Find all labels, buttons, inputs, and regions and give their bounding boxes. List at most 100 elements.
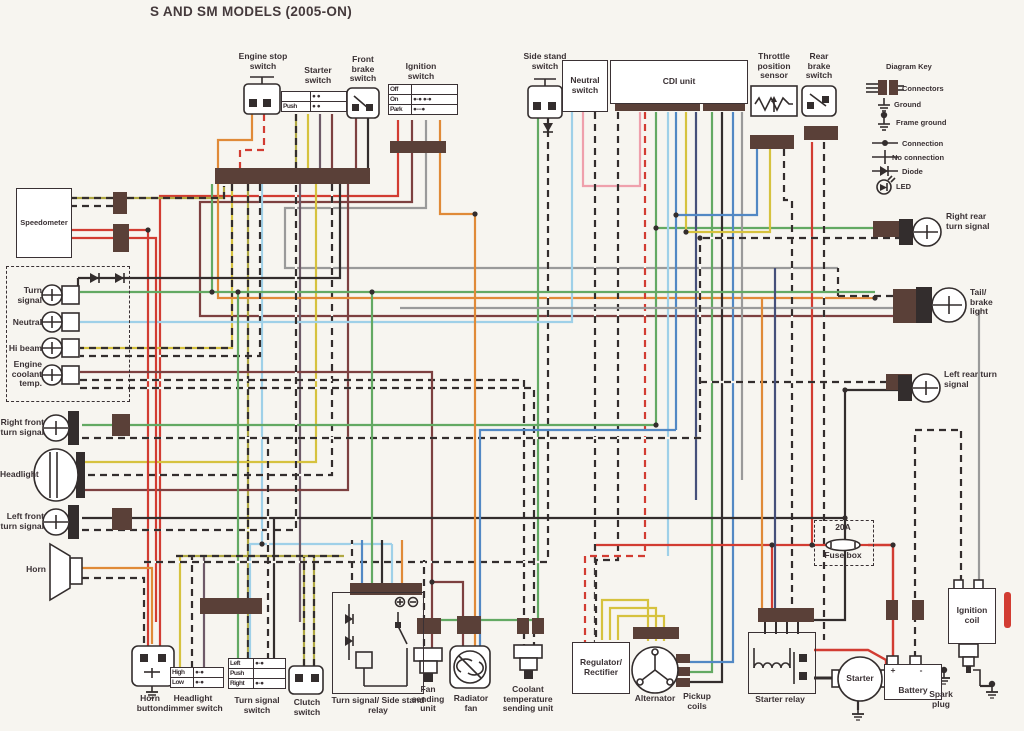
key-ground-label: Ground (894, 100, 922, 109)
alternator-label: Alternator (634, 693, 676, 703)
tail-brake-light-label: Tail/ brake light (970, 287, 993, 317)
side-stand-switch-label: Side stand switch (523, 51, 567, 71)
key-diode-icon (872, 166, 898, 176)
ignition-switch-label: Ignition switch (405, 61, 437, 81)
left-front-turn-signal-label: Left front turn signal (0, 511, 44, 531)
alternator-symbol (631, 646, 679, 694)
horn-symbol (49, 542, 83, 602)
wire-connector (112, 414, 130, 436)
fuse-box-label: Fuse box (824, 550, 862, 560)
diode-symbol (90, 273, 100, 283)
neutral-indicator-lamp (41, 311, 80, 333)
wire-connector (200, 598, 262, 614)
starter-relay-box (748, 632, 816, 694)
frame-ground-symbol (986, 680, 998, 699)
battery-minus: - (919, 665, 923, 675)
right-rear-turn-signal-label: Right rear turn signal (946, 211, 990, 231)
fuse-rating: 20A (835, 522, 851, 532)
fuse-box (814, 520, 874, 566)
key-diode-label: Diode (902, 167, 923, 176)
junction-dot (769, 542, 775, 548)
wire-connector (750, 135, 794, 149)
starter-switch-label: Starter switch (304, 65, 332, 85)
pickup-coils-label: Pickup coils (683, 691, 711, 711)
clutch-switch-label: Clutch switch (293, 697, 321, 717)
right-rear-turn-signal-lamp (899, 217, 942, 247)
junction-dot (429, 579, 435, 585)
right-front-turn-signal-label: Right front turn signal (0, 417, 44, 437)
fan-sending-unit-symbol (413, 647, 443, 682)
starter-switch-table: ● ●Push● ● (281, 91, 347, 112)
fan-sending-unit-label: Fan sending unit (411, 684, 445, 714)
throttle-position-sensor-symbol (750, 85, 798, 117)
horn-button-symbol (131, 645, 175, 687)
wire-connector (676, 667, 690, 676)
wire-connector (532, 618, 544, 634)
hi-beam-indicator-label: Hi beam (8, 343, 42, 353)
left-rear-turn-signal-label: Left rear turn signal (944, 369, 997, 389)
engine-stop-switch-symbol (243, 76, 281, 115)
fuse-symbol (825, 538, 861, 552)
key-ground-icon (878, 98, 890, 112)
clutch-switch-symbol (288, 665, 324, 695)
wire-connector (113, 192, 127, 214)
junction-dot (872, 295, 878, 301)
left-front-turn-signal-lamp (42, 505, 79, 539)
junction-dot (673, 212, 679, 218)
battery-box: Battery (884, 664, 942, 700)
wire-connector (893, 289, 919, 323)
key-frame-ground-label: Frame ground (896, 118, 947, 127)
key-connection-icon (872, 140, 898, 146)
wire-connector (804, 126, 838, 140)
headlight-dimmer-table: High●-●Low●-● (170, 667, 224, 688)
wire-connector (215, 168, 370, 184)
wire-connector (758, 608, 814, 622)
junction-dot (890, 542, 896, 548)
headlight-label: Headlight (0, 469, 39, 479)
wire-connector (873, 221, 899, 237)
engine-stop-switch-label: Engine stop switch (238, 51, 288, 71)
key-led-icon (876, 175, 896, 195)
junction-dot (809, 542, 815, 548)
wire-connector (457, 616, 481, 634)
connector-group (112, 102, 924, 687)
wire-connector (676, 678, 690, 687)
junction-dot (842, 387, 848, 393)
coolant-sending-unit-label: Coolant temperature sending unit (502, 684, 554, 714)
coolant-temp-indicator-label: Engine coolant temp. (11, 359, 42, 389)
starter-relay-internals (753, 648, 807, 684)
wire-connector (112, 508, 132, 530)
right-front-turn-signal-lamp (42, 411, 79, 445)
wire-connector (390, 141, 446, 153)
horn-button-label: Horn button (136, 693, 164, 713)
wire-connector (633, 627, 679, 639)
junction-dot (653, 422, 659, 428)
key-no-connection-icon (872, 150, 898, 164)
wire-connector (703, 102, 745, 111)
key-connectors-label: Connectors (902, 84, 944, 93)
radiator-fan-label: Radiator fan (453, 693, 489, 713)
wire-connector (113, 224, 129, 252)
starter-label: Starter (846, 673, 874, 683)
junction-dot (472, 211, 478, 217)
junction-dot (209, 289, 215, 295)
ground-symbol (146, 684, 158, 699)
diode-symbol (543, 123, 553, 133)
wire-group (70, 112, 992, 710)
tail-brake-lamp (916, 287, 967, 323)
wire-connector (676, 654, 690, 663)
neutral-indicator-label: Neutral (12, 317, 42, 327)
junction-dot (842, 515, 848, 521)
throttle-position-sensor-label: Throttle position sensor (757, 51, 791, 81)
turn-signal-indicator-lamp (41, 284, 80, 306)
horn-label: Horn (26, 564, 46, 574)
left-rear-turn-signal-lamp (898, 373, 941, 403)
rear-brake-switch-label: Rear brake switch (805, 51, 833, 81)
rear-brake-switch-symbol (801, 85, 837, 117)
battery-plus: + (890, 665, 896, 675)
starter-relay-label: Starter relay (755, 694, 805, 704)
